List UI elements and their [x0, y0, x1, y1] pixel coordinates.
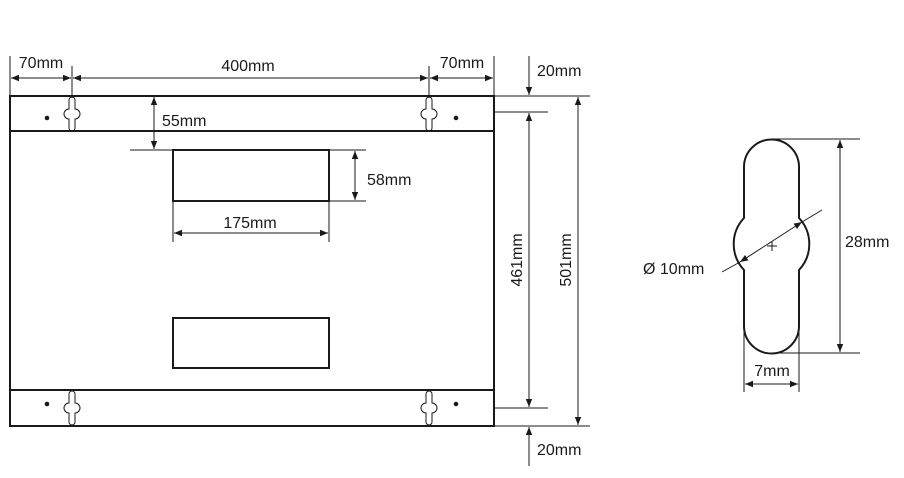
slot-width-label: 7mm [754, 363, 790, 380]
upper-cutout [172, 149, 330, 202]
cutout-height-label: 58mm [367, 172, 411, 189]
slot-height-label: 28mm [845, 234, 889, 251]
center-span-label: 400mm [221, 58, 274, 75]
keyhole-slot-icon [420, 96, 438, 132]
lower-cutout [172, 317, 330, 369]
cutout-offset-label: 55mm [162, 113, 206, 130]
cutout-height-dimension: 58mm [329, 149, 411, 202]
bottom-rail-label: 20mm [537, 442, 581, 459]
screw-hole-icon [453, 115, 459, 121]
left-margin-label: 70mm [19, 55, 63, 72]
cutout-width-label: 175mm [223, 215, 276, 232]
dim-line-diameter-inner [739, 221, 803, 263]
top-rail-label: 20mm [537, 63, 581, 80]
panel-outline [9, 95, 495, 427]
inner-height-label: 461mm [509, 233, 526, 286]
keyhole-slot-icon [63, 96, 81, 132]
right-margin-label: 70mm [440, 55, 484, 72]
total-height-label: 501mm [558, 233, 575, 286]
dim-line-diameter [721, 261, 741, 273]
keyhole-slot-icon [63, 390, 81, 426]
keyhole-detail: Ø 10mm 28mm 7mm [643, 138, 889, 392]
diameter-label: Ø 10mm [643, 261, 704, 278]
screw-hole-icon [44, 401, 50, 407]
wall-panel [9, 95, 495, 427]
keyhole-slot-icon [420, 390, 438, 426]
top-dimensions: 70mm 400mm 70mm [9, 55, 495, 98]
right-dimensions: 20mm 461mm 501mm 20mm [494, 56, 590, 466]
screw-hole-icon [44, 115, 50, 121]
cutout-width-dimension: 175mm [172, 201, 330, 242]
cutout-offset-dimension: 55mm [130, 97, 206, 151]
screw-hole-icon [453, 401, 459, 407]
